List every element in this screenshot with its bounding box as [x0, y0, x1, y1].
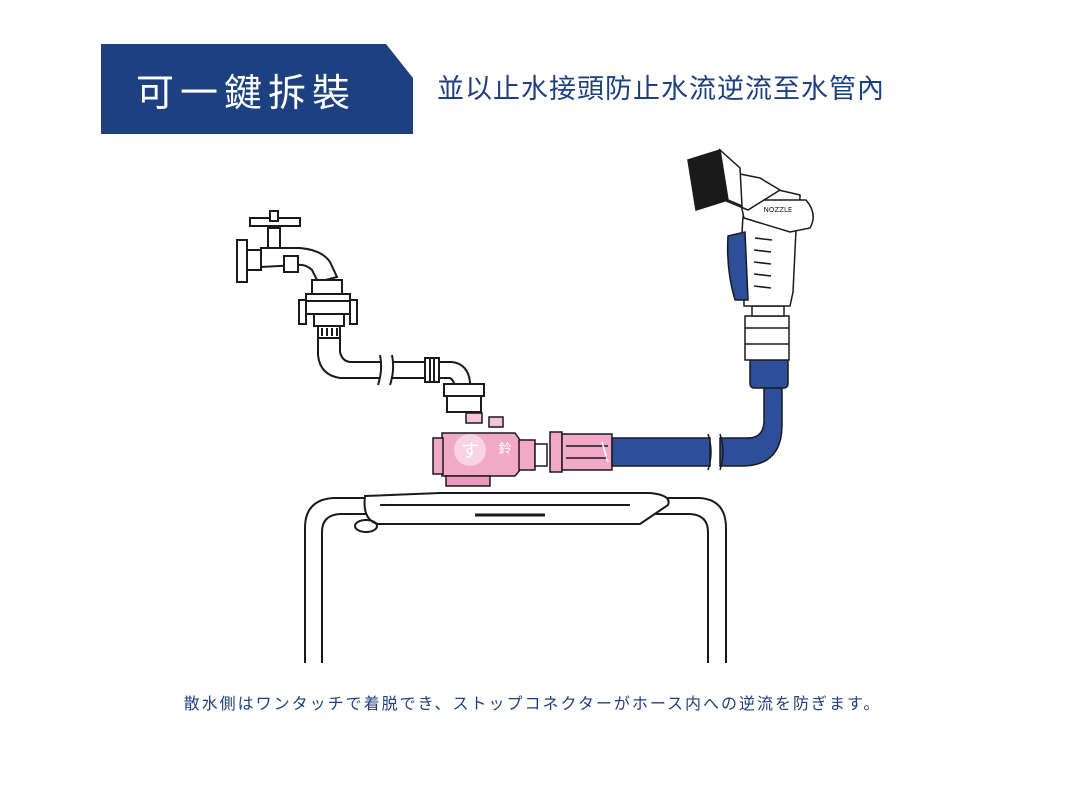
nozzle-label: NOZZLE [764, 206, 793, 214]
check-valve-connector-icon: す 鈴 [432, 412, 613, 487]
supply-hose [317, 338, 485, 413]
spray-nozzle-icon: NOZZLE [687, 148, 814, 389]
caption: 散水側はワンタッチで着脱でき、ストップコネクターがホース内への逆流を防ぎます。 [183, 694, 882, 713]
faucet-adapter [298, 279, 358, 339]
connector-mark: 鈴 [498, 442, 511, 457]
subtitle: 並以止水接頭防止水流逆流至水管內 [437, 74, 885, 105]
svg-text:す: す [461, 441, 479, 462]
faucet-icon [236, 210, 339, 284]
garden-hose [611, 384, 783, 471]
tank-icon [304, 492, 727, 663]
title-banner [101, 44, 413, 134]
banner-title: 可一鍵拆裝 [135, 70, 356, 115]
